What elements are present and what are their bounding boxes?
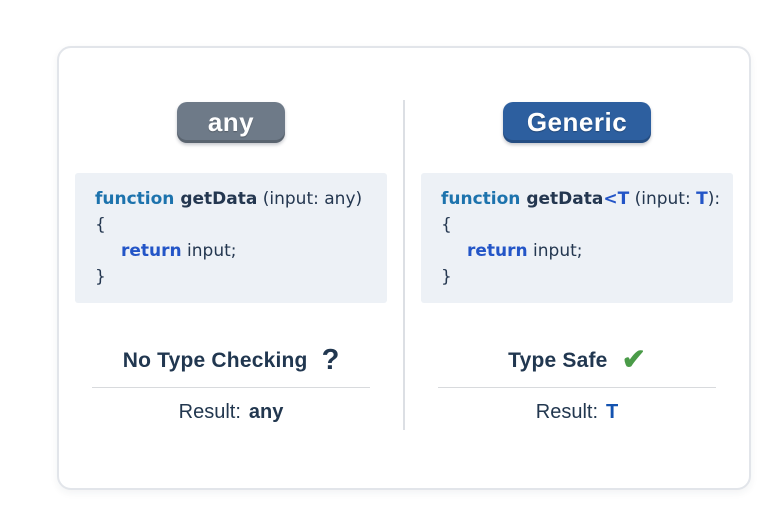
generic-verdict-label: Type Safe: [508, 349, 608, 372]
code-generic-param: <T: [603, 189, 630, 209]
code-line: {: [95, 212, 379, 238]
generic-code-block: function getData<T (input: T): { return …: [421, 173, 733, 303]
code-line: function getData<T (input: T):: [441, 186, 725, 212]
code-line: }: [441, 264, 725, 290]
code-line: {: [441, 212, 725, 238]
any-verdict-row: No Type Checking ?: [123, 345, 340, 377]
code-open-brace: {: [95, 215, 106, 235]
code-return-expr: input;: [181, 241, 237, 261]
generic-badge: Generic: [502, 102, 652, 143]
code-open-brace: {: [441, 215, 452, 235]
code-return-expr: input;: [527, 241, 583, 261]
code-params-end: ):: [707, 189, 721, 209]
generic-result-row: Result: T: [536, 401, 618, 424]
generic-divider: [438, 387, 716, 388]
code-line: }: [95, 264, 379, 290]
code-line: return input;: [95, 238, 379, 264]
comparison-card: any function getData (input: any) { retu…: [57, 46, 751, 490]
generic-verdict-row: Type Safe ✔: [508, 345, 646, 377]
code-keyword-return: return: [467, 241, 528, 261]
code-params: (input: any): [257, 189, 363, 209]
any-code-block: function getData (input: any) { return i…: [75, 173, 387, 303]
result-label: Result:: [535, 401, 599, 423]
question-mark-icon: ?: [321, 343, 340, 376]
code-function-name: getData: [520, 189, 604, 209]
code-keyword-return: return: [121, 241, 182, 261]
code-type-param: T: [696, 189, 708, 209]
check-icon: ✔: [621, 343, 646, 376]
code-line: function getData (input: any): [95, 186, 379, 212]
any-badge: any: [177, 102, 285, 143]
code-keyword-function: function: [441, 189, 521, 209]
result-value: T: [606, 401, 619, 423]
code-params: (input:: [629, 189, 697, 209]
code-keyword-function: function: [95, 189, 175, 209]
result-label: Result:: [178, 401, 241, 423]
any-verdict-label: No Type Checking: [122, 349, 308, 372]
any-divider: [92, 387, 370, 388]
code-function-name: getData: [174, 189, 258, 209]
any-column: any function getData (input: any) { retu…: [59, 48, 403, 488]
generic-column: Generic function getData<T (input: T): {…: [405, 48, 749, 488]
code-close-brace: }: [441, 267, 452, 287]
code-close-brace: }: [95, 267, 106, 287]
column-divider: [403, 100, 405, 430]
code-line: return input;: [441, 238, 725, 264]
result-value: any: [248, 401, 284, 423]
any-result-row: Result: any: [179, 401, 284, 424]
